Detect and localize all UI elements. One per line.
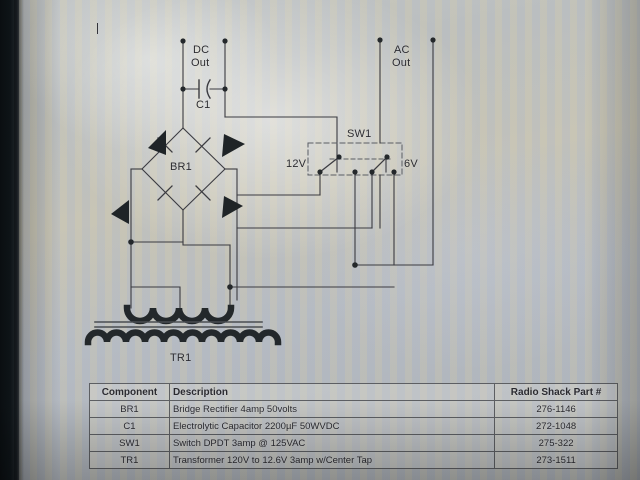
tr1-primary-winding <box>84 329 282 346</box>
br1-diode-bar-2 <box>195 137 211 153</box>
label-dc-out-line2: Out <box>191 57 210 69</box>
table-header-row: Component Description Radio Shack Part # <box>89 383 618 401</box>
cell-description: Electrolytic Capacitor 2200µF 50WVDC <box>168 417 496 435</box>
table-row: SW1 Switch DPDT 3amp @ 125VAC 275-322 <box>89 434 618 452</box>
pen-tick-mark <box>97 23 98 34</box>
br1-diode-bar-4 <box>195 185 211 201</box>
tr1-secondary-winding <box>123 304 235 325</box>
terminal-dot-dc-1 <box>180 38 186 44</box>
cell-component: C1 <box>89 417 170 435</box>
br1-diode-arrow-4 <box>222 196 243 218</box>
sw1-terminal-1 <box>317 169 323 175</box>
label-dc-out-line1: DC <box>193 44 210 56</box>
cell-description: Bridge Rectifier 4amp 50volts <box>168 400 496 418</box>
sw1-terminal-3 <box>352 169 358 175</box>
cell-component: TR1 <box>89 451 170 469</box>
junction-dot-c1-right <box>222 86 228 92</box>
br1-diode-arrow-1 <box>148 130 166 155</box>
header-description: Description <box>168 383 496 401</box>
cell-component: SW1 <box>89 434 170 452</box>
table-row: C1 Electrolytic Capacitor 2200µF 50WVDC … <box>89 417 618 435</box>
sw1-terminal-4 <box>369 169 375 175</box>
cell-description: Transformer 120V to 12.6V 3amp w/Center … <box>168 451 496 469</box>
label-ac-out-line1: AC <box>394 44 410 56</box>
header-component: Component <box>89 383 170 401</box>
cell-part-number: 272-1048 <box>494 417 618 435</box>
table-row: BR1 Bridge Rectifier 4amp 50volts 276-11… <box>89 400 618 418</box>
br1-edge-bottom-left <box>141 168 184 211</box>
cell-description: Switch DPDT 3amp @ 125VAC <box>168 434 496 452</box>
label-switch-6v: 6V <box>404 158 418 170</box>
sw1-throw-1 <box>336 154 342 160</box>
terminal-dot-dc-2 <box>222 38 228 44</box>
junction-dot-left-rail <box>128 239 134 245</box>
parts-table: Component Description Radio Shack Part #… <box>89 383 618 469</box>
br1-diode-bar-3 <box>157 185 173 201</box>
junction-dot-sw1-bus <box>352 262 358 268</box>
cell-part-number: 276-1146 <box>494 400 618 418</box>
br1-edge-top-right <box>182 127 226 170</box>
label-sw1: SW1 <box>347 128 372 140</box>
junction-dot-center-tap <box>227 284 233 290</box>
wire-br1-bottom-to-center <box>182 209 231 246</box>
cell-part-number: 273-1511 <box>494 451 618 469</box>
terminal-dot-ac-2 <box>430 37 436 43</box>
label-tr1: TR1 <box>170 352 192 364</box>
sw1-terminal-6 <box>391 169 397 175</box>
br1-diode-arrow-3 <box>111 200 129 224</box>
cell-part-number: 275-322 <box>494 434 618 452</box>
sw1-pole1-blade <box>319 156 340 173</box>
wire-to-secondary-left <box>130 286 181 309</box>
table-row: TR1 Transformer 120V to 12.6V 3amp w/Cen… <box>89 451 618 469</box>
c1-plate-curved <box>206 79 211 99</box>
left-edge-shadow <box>14 0 24 480</box>
label-br1: BR1 <box>170 161 192 173</box>
terminal-dot-ac-1 <box>377 37 383 43</box>
sw1-pole2-blade <box>371 156 388 173</box>
br1-diode-arrow-2 <box>222 134 245 157</box>
header-part-number: Radio Shack Part # <box>494 383 618 401</box>
junction-dot-c1-left <box>180 86 186 92</box>
label-switch-12v: 12V <box>286 158 307 170</box>
label-ac-out-line2: Out <box>392 57 411 69</box>
br1-edge-bottom-right <box>182 168 226 211</box>
wire-dcneg-to-switch <box>224 116 338 156</box>
sw1-throw-2 <box>384 154 390 160</box>
cell-component: BR1 <box>89 400 170 418</box>
label-c1: C1 <box>196 99 211 111</box>
